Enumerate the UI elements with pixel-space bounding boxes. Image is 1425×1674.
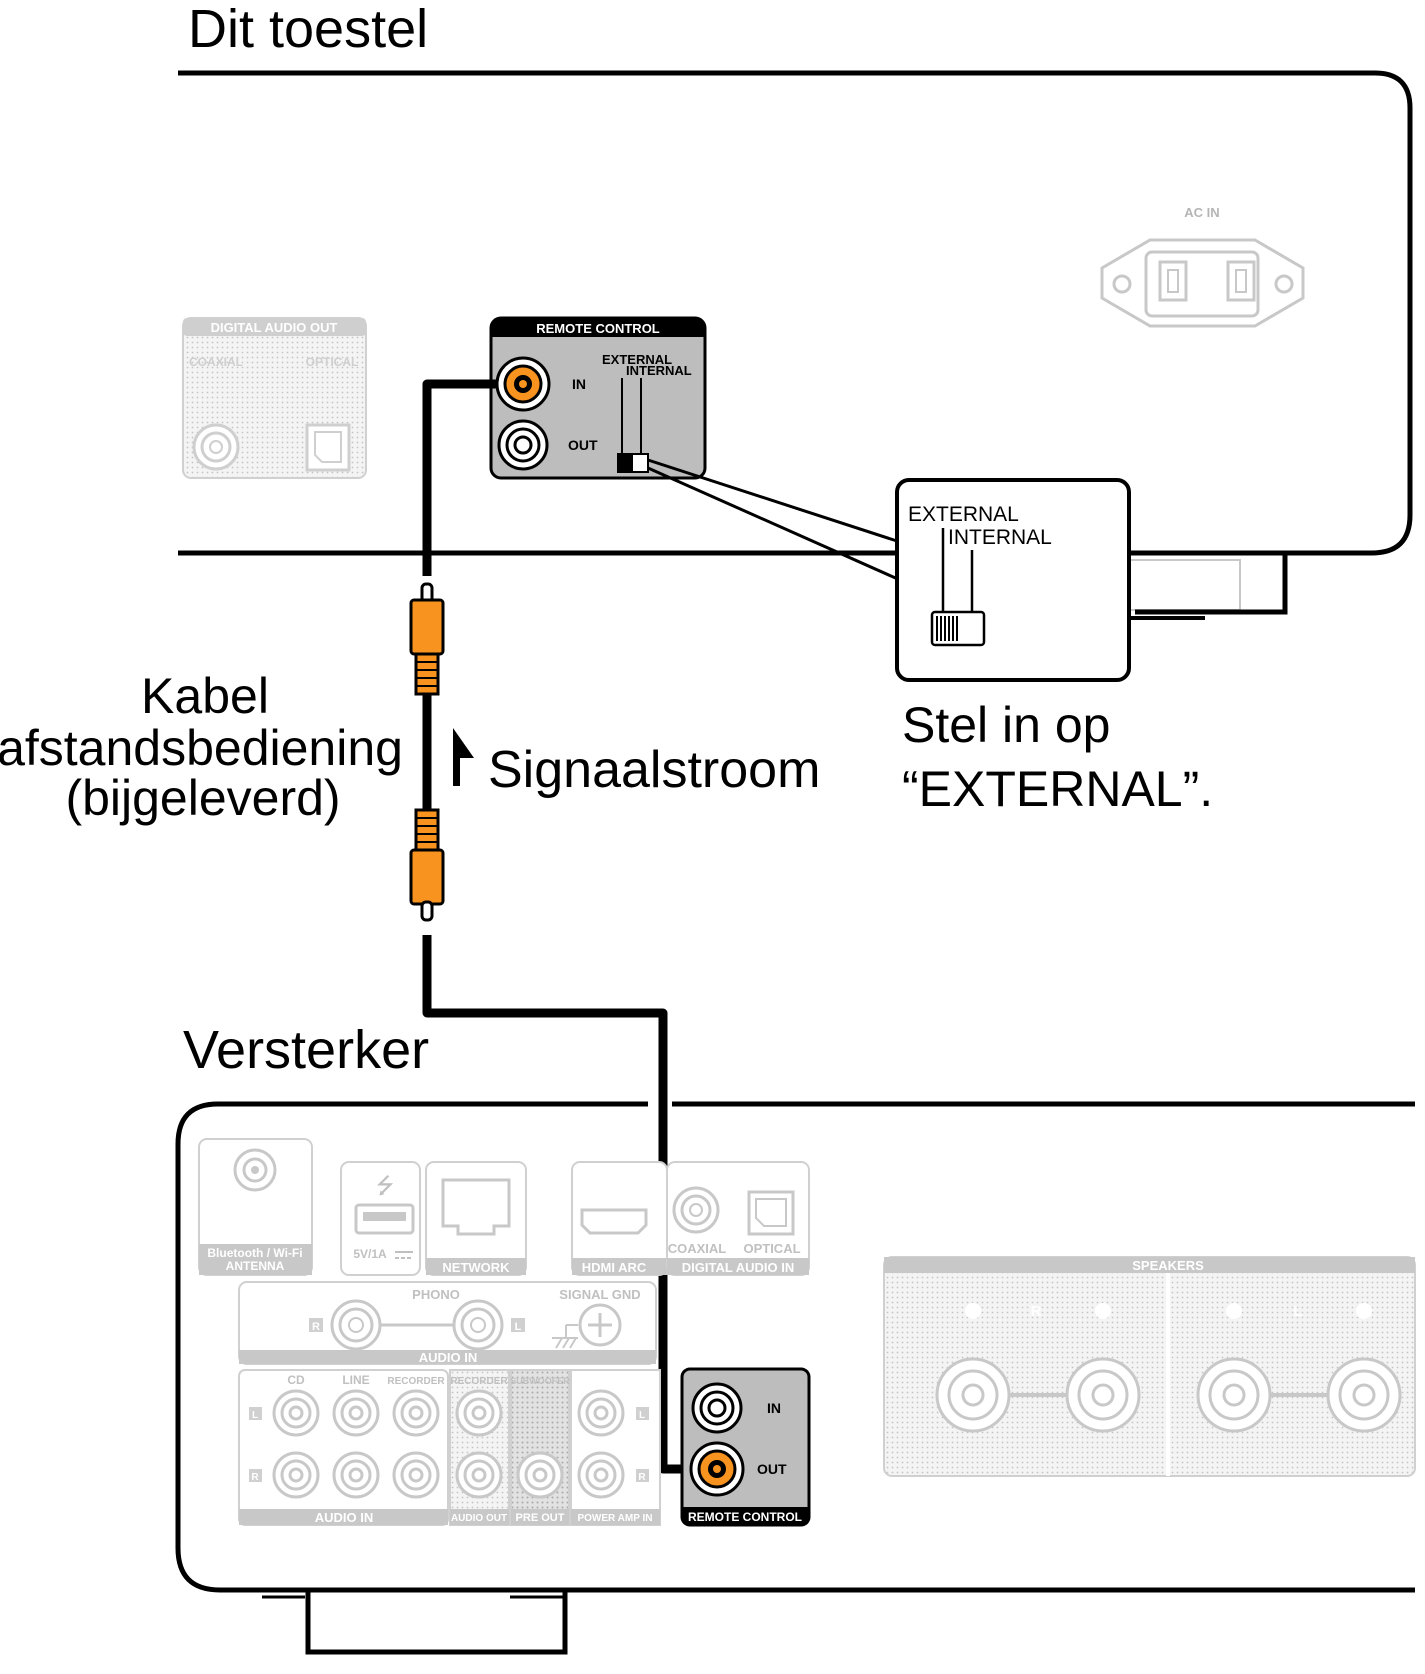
- amp-optical-label: OPTICAL: [743, 1241, 800, 1256]
- cable-label-line3: (bijgeleverd): [65, 770, 340, 826]
- line-label: LINE: [342, 1373, 369, 1387]
- usb-icon: ⭍: [376, 1173, 394, 1198]
- usb-port: ⭍ 5V/1A: [340, 1161, 421, 1276]
- recorder-out-label: RECORDER: [450, 1376, 508, 1387]
- power-amp-l-label: L: [639, 1410, 645, 1421]
- zoom-line-lower: [647, 466, 901, 582]
- optical-label: OPTICAL: [306, 355, 359, 369]
- device-remote-out-jack: [497, 419, 549, 471]
- antenna-label-line2: ANTENNA: [226, 1259, 285, 1273]
- phono-audio-in-label: AUDIO IN: [419, 1350, 478, 1365]
- zoom-external-label: EXTERNAL: [908, 503, 1019, 526]
- network-port: NETWORK: [425, 1161, 527, 1276]
- hdmi-arc-label: HDMI ARC: [582, 1260, 647, 1275]
- cd-label: CD: [287, 1373, 305, 1387]
- digital-audio-out-title: DIGITAL AUDIO OUT: [211, 320, 338, 335]
- cable-upper: [422, 379, 497, 576]
- speaker-l-label: L: [1293, 1303, 1302, 1320]
- optical-jack: [305, 423, 351, 472]
- instruction-line1: Stel in op: [902, 697, 1110, 753]
- ground-icon: [552, 1324, 578, 1349]
- antenna-label-line1: Bluetooth / Wi-Fi: [207, 1246, 302, 1260]
- amp-remote-in-jack: [691, 1382, 743, 1434]
- cable-label-line1: Kabel: [141, 668, 269, 724]
- power-amp-in-label: POWER AMP IN: [577, 1513, 652, 1524]
- audio-in-r-label: R: [251, 1472, 259, 1483]
- amplifier-title: Versterker: [183, 1020, 429, 1080]
- amp-remote-title: REMOTE CONTROL: [688, 1510, 802, 1524]
- digital-audio-in-label: DIGITAL AUDIO IN: [682, 1260, 794, 1275]
- phono-label: PHONO: [412, 1287, 460, 1302]
- phono-l-label: L: [515, 1321, 522, 1333]
- antenna-terminal: Bluetooth / Wi-Fi ANTENNA: [198, 1138, 313, 1276]
- analog-io-block: CD LINE RECORDER RECORDER SUBWOOFER L R …: [238, 1369, 661, 1526]
- device-title: Dit toestel: [188, 0, 428, 59]
- audio-in-l-label: L: [252, 1410, 258, 1421]
- coaxial-jack: [192, 423, 240, 471]
- digital-audio-in-ports: COAXIAL OPTICAL DIGITAL AUDIO IN: [666, 1161, 810, 1276]
- phono-r-label: R: [312, 1321, 320, 1333]
- zoom-mode-switch: [930, 610, 986, 647]
- amplifier-body-outline: [175, 1101, 1415, 1593]
- amp-optical-jack: [747, 1190, 795, 1236]
- audio-out-label: AUDIO OUT: [451, 1513, 507, 1524]
- rca-plug-upper: [409, 582, 445, 696]
- recorder-in-label: RECORDER: [387, 1376, 445, 1387]
- speakers-label: SPEAKERS: [1132, 1258, 1204, 1273]
- cable-lower: [422, 935, 708, 1474]
- cable-label-line2: afstandsbediening: [0, 720, 403, 776]
- device-remote-in-jack: [495, 356, 551, 412]
- amp-coaxial-label: COAXIAL: [668, 1241, 727, 1256]
- device-remote-out-label: OUT: [568, 437, 598, 453]
- ac-in-label: AC IN: [1184, 205, 1219, 220]
- rca-plug-lower: [409, 808, 445, 922]
- device-remote-in-label: IN: [572, 376, 586, 392]
- device-remote-control-panel: REMOTE CONTROL IN OUT EXTERNAL INTERNAL: [489, 316, 707, 480]
- signal-flow-label: Signaalstroom: [488, 741, 820, 799]
- zoom-internal-label: INTERNAL: [948, 526, 1052, 549]
- instruction-line2: “EXTERNAL”.: [902, 761, 1213, 817]
- device-internal-label: INTERNAL: [626, 363, 692, 378]
- amp-remote-out-label: OUT: [757, 1461, 787, 1477]
- zoom-line-upper: [647, 458, 901, 544]
- subwoofer-label: SUBWOOFER: [510, 1376, 570, 1386]
- device-foot: [1129, 550, 1288, 620]
- audio-in-label: AUDIO IN: [315, 1510, 374, 1525]
- device-remote-title: REMOTE CONTROL: [536, 321, 660, 336]
- network-label: NETWORK: [442, 1260, 510, 1275]
- phono-inputs: PHONO SIGNAL GND R L AUDIO IN: [238, 1281, 657, 1365]
- amp-coaxial-jack: [672, 1186, 720, 1234]
- pre-out-label: PRE OUT: [516, 1512, 565, 1524]
- speaker-terminals: SPEAKERS R L: [883, 1256, 1416, 1477]
- device-body-outline: [178, 70, 1413, 556]
- signal-flow-arrow-icon: [453, 728, 474, 786]
- digital-audio-out-panel: DIGITAL AUDIO OUT COAXIAL OPTICAL: [182, 317, 367, 479]
- amp-remote-in-label: IN: [767, 1400, 781, 1416]
- coaxial-label: COAXIAL: [189, 355, 243, 369]
- amp-remote-out-jack: [689, 1441, 745, 1497]
- amplifier-remote-control-panel: REMOTE CONTROL IN OUT: [680, 1367, 811, 1527]
- device-mode-switch[interactable]: [617, 453, 649, 473]
- signal-gnd-label: SIGNAL GND: [559, 1287, 640, 1302]
- power-amp-r-label: R: [638, 1472, 646, 1483]
- ac-inlet: AC IN: [1100, 205, 1305, 328]
- switch-zoom-box: EXTERNAL INTERNAL: [895, 478, 1131, 682]
- amplifier-foot: [262, 1592, 568, 1655]
- usb-rating: 5V/1A: [353, 1247, 387, 1261]
- plus-minus-icons: [965, 1303, 1372, 1319]
- speaker-r-label: R: [1031, 1303, 1042, 1320]
- device-external-label: EXTERNAL: [602, 352, 672, 367]
- hdmi-arc-port: HDMI ARC: [571, 1161, 668, 1276]
